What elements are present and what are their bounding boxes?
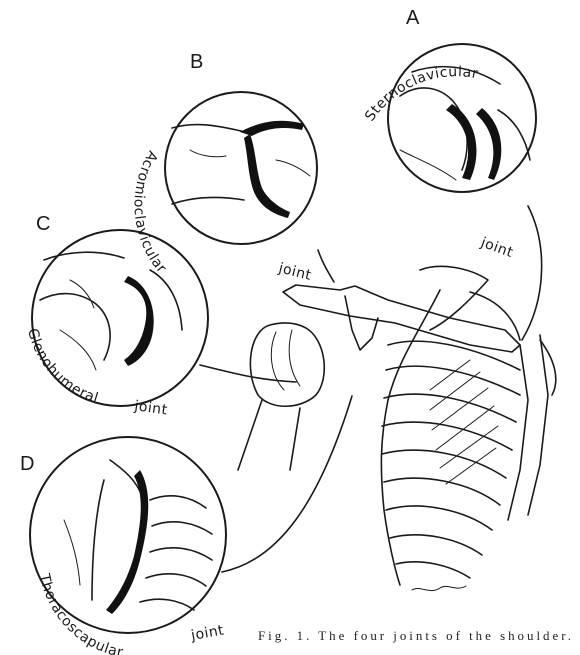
arrow-b xyxy=(318,250,334,282)
shoulder-skeleton-drawing xyxy=(238,266,556,590)
panel-a-label-2: joint xyxy=(478,234,516,261)
panel-d-label-2: joint xyxy=(189,622,225,644)
arrow-d xyxy=(222,396,352,572)
panel-b xyxy=(165,92,317,244)
arrow-c xyxy=(200,365,296,382)
panel-b-label-2: joint xyxy=(276,260,313,284)
panel-c-label-2: joint xyxy=(132,398,168,419)
panel-a-letter: A xyxy=(406,7,420,29)
arrow-a xyxy=(522,206,542,340)
panel-b-letter: B xyxy=(190,51,203,73)
figure-caption: Fig. 1. The four joints of the shoulder. xyxy=(258,628,574,643)
connector-arrows xyxy=(200,206,542,572)
panel-d-letter: D xyxy=(20,453,34,475)
panel-c-letter: C xyxy=(36,213,50,235)
panel-b-circle xyxy=(165,92,317,244)
